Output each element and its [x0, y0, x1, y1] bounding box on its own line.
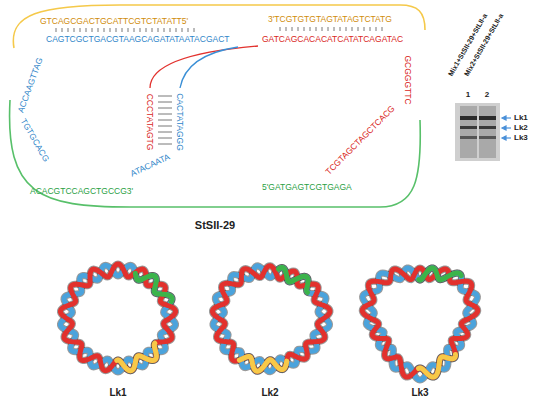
knot-label: Lk1 [109, 388, 126, 398]
base-pair-tick [176, 28, 177, 32]
base-pair-tick [358, 27, 359, 31]
gel-image [455, 103, 500, 161]
sequence-label: CAGTCGCTGACGTAAGCAGATATAATACGACT [46, 34, 230, 44]
base-pair-tick [340, 27, 341, 31]
base-pair-tick [334, 27, 335, 31]
knot-models [60, 264, 477, 380]
dna-tube [419, 268, 461, 280]
base-pair-tick [152, 28, 153, 32]
base-pair-tick [158, 144, 172, 145]
dna-tube [239, 357, 286, 372]
base-pair-tick [158, 126, 172, 127]
lane-number: 1 [466, 90, 470, 100]
dna-tube [117, 343, 157, 370]
base-pair-tick [86, 28, 87, 32]
dna-tube [135, 273, 172, 301]
base-pair-tick [286, 27, 287, 31]
knot-label: Lk2 [261, 388, 278, 398]
base-pair-tick [164, 28, 165, 32]
base-pair-tick [92, 28, 93, 32]
base-pair-tick [328, 27, 329, 31]
strand-link [180, 47, 238, 88]
base-pair-tick [158, 120, 172, 121]
base-pair-tick [304, 27, 305, 31]
base-pair-tick [158, 138, 172, 139]
sequence-label: ACCAAGTTAG [15, 56, 44, 114]
band-label: Lk1 [514, 113, 528, 123]
band-arrows [502, 116, 511, 140]
lane-number: 2 [485, 90, 489, 100]
sequence-label: CACTATAGGG [175, 93, 185, 151]
dna-tube [213, 266, 330, 372]
strand-outline [10, 100, 421, 207]
sequence-label: CCCTATAGTG [145, 94, 155, 151]
base-pair-tick [80, 28, 81, 32]
base-pair-tick [158, 132, 172, 133]
base-pair-tick [74, 28, 75, 32]
sequence-label: 3'TCGTGTGTAGTATAGTCTATG [268, 14, 392, 24]
base-pair-ticks [56, 27, 382, 144]
sequence-label: ATACAATA [129, 152, 172, 179]
base-pair-tick [310, 27, 311, 31]
structure-label: StSII-29 [195, 220, 235, 230]
base-pair-tick [170, 28, 171, 32]
base-pair-tick [298, 27, 299, 31]
base-pair-tick [352, 27, 353, 31]
dna-tube [278, 268, 308, 293]
sequence-label: GATCAGCACACATCATATCAGATAC [262, 34, 403, 44]
base-pair-tick [188, 28, 189, 32]
knot-label: Lk3 [411, 388, 428, 398]
tube-outline [213, 266, 330, 372]
sequence-label: 5'GATGAGTCGTGAGA [262, 182, 352, 192]
base-pair-tick [158, 102, 172, 103]
base-pair-tick [128, 28, 129, 32]
dna-tube [419, 355, 456, 378]
sequence-label: GCGGGTTC [403, 55, 413, 104]
base-pair-tick [62, 28, 63, 32]
base-pair-tick [280, 27, 281, 31]
base-pair-tick [140, 28, 141, 32]
sequence-label: ACACGTCCAGCTGCCG3' [30, 186, 133, 196]
base-pair-tick [146, 28, 147, 32]
base-pair-tick [182, 28, 183, 32]
dna-tube [60, 264, 175, 371]
base-pair-tick [364, 27, 365, 31]
base-pair-tick [376, 27, 377, 31]
band-label: Lk3 [514, 133, 528, 143]
base-pair-tick [56, 28, 57, 32]
base-pair-tick [346, 27, 347, 31]
sequence-label: GTCAGCGACTGCATTCGTCTATATT5' [40, 16, 188, 26]
dna-tube [362, 268, 477, 377]
dna-tube [363, 268, 478, 380]
strand-outline [13, 5, 425, 48]
band-label: Lk2 [514, 123, 528, 133]
base-pair-tick [110, 28, 111, 32]
base-pair-tick [98, 28, 99, 32]
base-pair-tick [122, 28, 123, 32]
tube-outline [213, 266, 330, 371]
base-pair-tick [158, 108, 172, 109]
base-pair-tick [292, 27, 293, 31]
base-pair-tick [68, 28, 69, 32]
base-pair-tick [104, 28, 105, 32]
base-pair-tick [158, 28, 159, 32]
base-pair-tick [316, 27, 317, 31]
strand-link [150, 46, 258, 88]
base-pair-tick [382, 27, 383, 31]
base-pair-tick [370, 27, 371, 31]
tube-outline [117, 343, 157, 370]
base-pair-tick [158, 114, 172, 115]
base-pair-tick [158, 96, 172, 97]
tube-outline [363, 268, 478, 380]
dna-tube [213, 266, 330, 371]
base-pair-tick [322, 27, 323, 31]
base-pair-tick [194, 28, 195, 32]
sequence-label: TGTGCACG [19, 117, 52, 164]
sequence-label: TCGTAGCTAGCTCACG [323, 103, 396, 176]
base-pair-tick [116, 28, 117, 32]
base-pair-tick [134, 28, 135, 32]
